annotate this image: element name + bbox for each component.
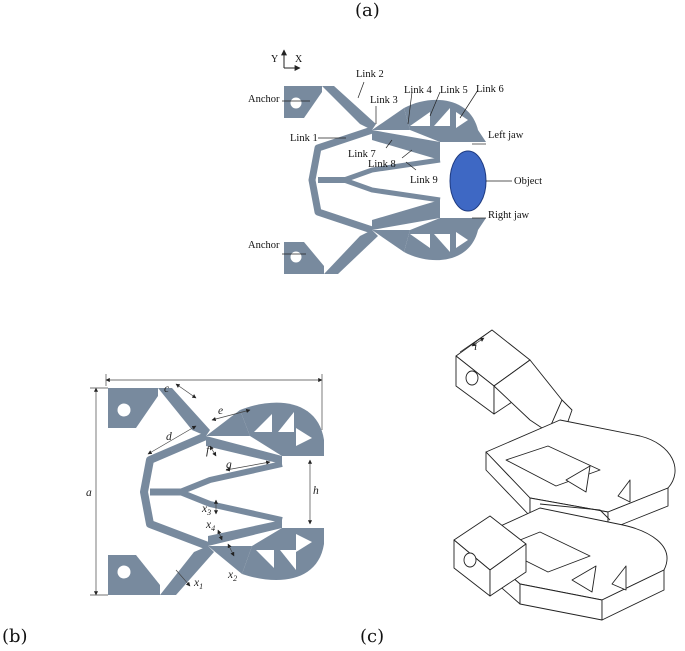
dim-c: c <box>164 383 169 395</box>
callout-link-6: Link 6 <box>476 84 504 95</box>
callout-link-5: Link 5 <box>440 85 468 96</box>
callout-anchor-top: Anchor <box>248 94 280 105</box>
callout-link-8: Link 8 <box>368 159 396 170</box>
anchor-top-block-b <box>108 388 158 428</box>
callout-left-jaw: Left jaw <box>488 130 524 141</box>
link-1-frame <box>308 126 374 234</box>
callout-anchor-bottom: Anchor <box>248 240 280 251</box>
dim-f: f <box>206 445 211 457</box>
object-ellipse <box>449 150 487 212</box>
dim-d: d <box>166 431 172 443</box>
gripper-diagram-a: Y X <box>248 49 542 274</box>
gripper-isometric-c <box>453 329 676 621</box>
dim-a: a <box>86 487 92 499</box>
axis-x-label: X <box>295 54 303 65</box>
link-9-lower <box>372 200 440 230</box>
panel-label-c: (c) <box>360 626 385 647</box>
gripper-body-b <box>108 388 324 595</box>
link-2-flexure-bottom <box>324 230 378 274</box>
dim-h: h <box>313 485 319 497</box>
dim-e: e <box>218 405 223 417</box>
callouts-a <box>282 81 512 255</box>
callout-link-3: Link 3 <box>370 95 398 106</box>
dim-x4: x4 <box>205 519 215 533</box>
dim-x3: x3 <box>201 503 211 517</box>
axis-y-label: Y <box>271 54 278 65</box>
dim-g: g <box>226 459 232 471</box>
dim-i: i <box>474 341 477 353</box>
anchor-bottom-block-b <box>108 555 160 595</box>
anchor-bottom-block <box>284 242 324 274</box>
anchor-top-hole <box>290 97 302 109</box>
link-8-lower <box>372 230 410 252</box>
link-8-upper <box>372 108 410 130</box>
link-9-upper <box>372 130 440 160</box>
callout-object: Object <box>514 176 542 187</box>
panel-label-b: (b) <box>2 626 28 647</box>
dim-x1: x1 <box>193 577 203 591</box>
anchor-top-block <box>284 86 322 118</box>
center-bar-lower <box>343 177 441 203</box>
panel-label-a: (a) <box>355 0 380 21</box>
gripper-diagram-b: a c d e f g h x3 x4 x2 x1 <box>86 374 324 596</box>
coordinate-axes: Y X <box>271 49 303 71</box>
dimension-lines-b <box>90 374 323 596</box>
callout-link-1: Link 1 <box>290 133 318 144</box>
gripper-body <box>284 86 486 274</box>
link-2-flexure <box>322 86 376 130</box>
center-bar-upper <box>343 157 441 183</box>
callout-right-jaw: Right jaw <box>488 210 530 221</box>
dim-x2: x2 <box>227 569 237 583</box>
callout-link-4: Link 4 <box>404 85 432 96</box>
callout-link-9: Link 9 <box>410 175 438 186</box>
callout-link-7: Link 7 <box>348 149 376 160</box>
callout-link-2: Link 2 <box>356 69 384 80</box>
anchor-bottom-hole <box>290 251 302 263</box>
